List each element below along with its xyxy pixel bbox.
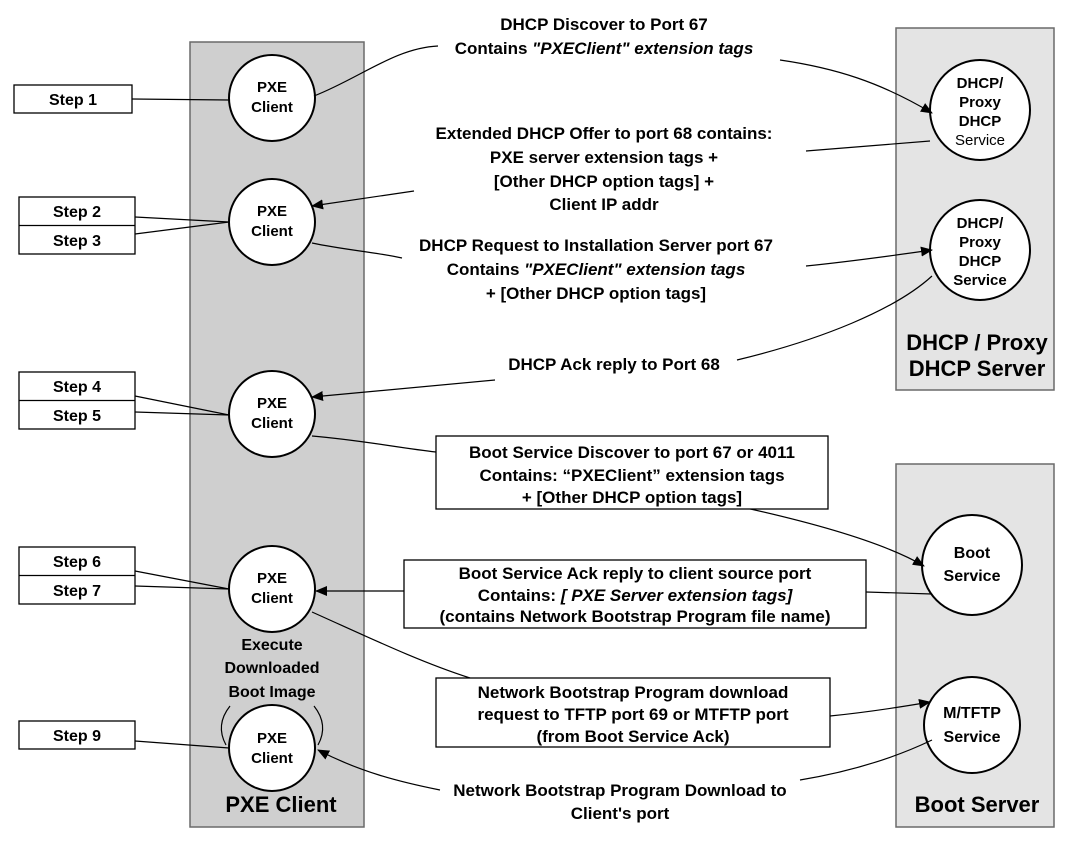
dhcp-service-node-1: DHCP/ Proxy DHCP Service [929,59,1031,161]
svg-text:Client: Client [251,99,293,116]
pxe-client-node-5: PXE Client [228,704,316,792]
svg-text:Client: Client [251,415,293,432]
svg-text:Boot: Boot [954,545,991,562]
dhcp-service-node-2: DHCP/ Proxy DHCP Service [929,199,1031,301]
step-7-label: Step 7 [53,583,101,600]
svg-text:Extended DHCP Offer to port 68: Extended DHCP Offer to port 68 contains: [436,124,773,143]
pxe-client-node-4: PXE Client [228,545,316,633]
step-9-box: Step 9 [18,720,136,750]
msg-dhcp-request: DHCP Request to Installation Server port… [419,236,773,303]
step-3-label: Step 3 [53,233,101,250]
svg-text:request to TFTP port 69 or MTF: request to TFTP port 69 or MTFTP port [477,705,788,724]
svg-text:[Other DHCP option tags] +: [Other DHCP option tags] + [494,172,714,191]
svg-text:DHCP Discover to Port 67: DHCP Discover to Port 67 [500,15,708,34]
svg-text:Service: Service [955,132,1005,149]
svg-text:Network Bootstrap Program down: Network Bootstrap Program download [478,683,789,702]
step-2-label: Step 2 [53,204,101,221]
pxe-client-node-1: PXE Client [228,54,316,142]
dhcp-server-column-title-line2: DHCP Server [909,356,1046,381]
execute-label-line2: Downloaded [224,660,319,677]
boot-service-node: Boot Service [921,514,1023,616]
step-4-label: Step 4 [53,379,101,396]
step-2-3-box: Step 2 Step 3 [18,196,136,255]
step-1-box: Step 1 [13,84,133,114]
step-connectors [131,98,230,749]
svg-text:(contains Network Bootstrap Pr: (contains Network Bootstrap Program file… [439,607,830,626]
svg-text:Client IP addr: Client IP addr [549,195,659,214]
svg-text:M/TFTP: M/TFTP [943,705,1001,722]
svg-text:Service: Service [944,568,1001,585]
svg-text:PXE server extension tags +: PXE server extension tags + [490,148,718,167]
svg-text:(from Boot Service Ack): (from Boot Service Ack) [536,727,729,746]
execute-label-line3: Boot Image [228,684,315,701]
tftp-service-node: M/TFTP Service [923,676,1021,774]
svg-text:Proxy: Proxy [959,94,1001,111]
execute-loop-right [313,705,324,746]
svg-text:DHCP Request to Installation S: DHCP Request to Installation Server port… [419,236,773,255]
svg-text:Contains "PXEClient" extension: Contains "PXEClient" extension tags [447,260,746,279]
svg-text:DHCP: DHCP [959,113,1002,130]
step-4-5-box: Step 4 Step 5 [18,371,136,430]
svg-text:DHCP: DHCP [959,253,1002,270]
svg-text:Service: Service [953,272,1006,289]
msg-dhcp-ack: DHCP Ack reply to Port 68 [508,355,720,374]
step-5-label: Step 5 [53,408,101,425]
svg-text:PXE: PXE [257,203,287,220]
svg-text:Contains: [ PXE Server extensi: Contains: [ PXE Server extension tags] [478,586,794,605]
boot-server-column-title: Boot Server [915,792,1040,817]
msg-nbp-download: Network Bootstrap Program Download to Cl… [453,781,786,823]
execute-loop-left [220,705,231,746]
svg-text:+ [Other DHCP option tags]: + [Other DHCP option tags] [522,488,742,507]
step-1-label: Step 1 [49,92,97,109]
msg-nbp-request-box: Network Bootstrap Program download reque… [435,677,831,748]
svg-text:Contains "PXEClient" extension: Contains "PXEClient" extension tags [455,39,754,58]
step-9-label: Step 9 [53,728,101,745]
svg-text:Contains: “PXEClient” extensio: Contains: “PXEClient” extension tags [479,466,784,485]
svg-text:Network Bootstrap Program Down: Network Bootstrap Program Download to [453,781,786,800]
svg-text:+ [Other DHCP option tags]: + [Other DHCP option tags] [486,284,706,303]
msg-dhcp-offer: Extended DHCP Offer to port 68 contains:… [436,124,773,214]
svg-text:PXE: PXE [257,570,287,587]
message-arrows [311,45,933,791]
svg-text:PXE: PXE [257,730,287,747]
svg-text:Client: Client [251,223,293,240]
svg-text:Boot Service Discover to port: Boot Service Discover to port 67 or 4011 [469,443,795,462]
step-6-label: Step 6 [53,554,101,571]
svg-text:Client: Client [251,590,293,607]
svg-text:PXE: PXE [257,79,287,96]
pxe-client-node-2: PXE Client [228,178,316,266]
step-6-7-box: Step 6 Step 7 [18,546,136,605]
svg-text:Boot Service Ack reply to clie: Boot Service Ack reply to client source … [459,564,812,583]
dhcp-server-column-title-line1: DHCP / Proxy [906,330,1048,355]
msg-boot-service-ack-box: Boot Service Ack reply to client source … [403,559,867,629]
svg-text:DHCP/: DHCP/ [957,75,1005,92]
svg-text:Client: Client [251,750,293,767]
svg-text:PXE: PXE [257,395,287,412]
svg-text:Client's port: Client's port [571,804,670,823]
pxe-client-node-3: PXE Client [228,370,316,458]
msg-dhcp-discover: DHCP Discover to Port 67 Contains "PXECl… [455,15,754,58]
svg-text:Service: Service [944,729,1001,746]
svg-text:DHCP Ack reply to Port 68: DHCP Ack reply to Port 68 [508,355,720,374]
msg-boot-service-discover-box: Boot Service Discover to port 67 or 4011… [435,435,829,510]
svg-text:Proxy: Proxy [959,234,1001,251]
pxe-client-column-title: PXE Client [225,792,337,817]
execute-label-line1: Execute [241,637,302,654]
svg-text:DHCP/: DHCP/ [957,215,1005,232]
